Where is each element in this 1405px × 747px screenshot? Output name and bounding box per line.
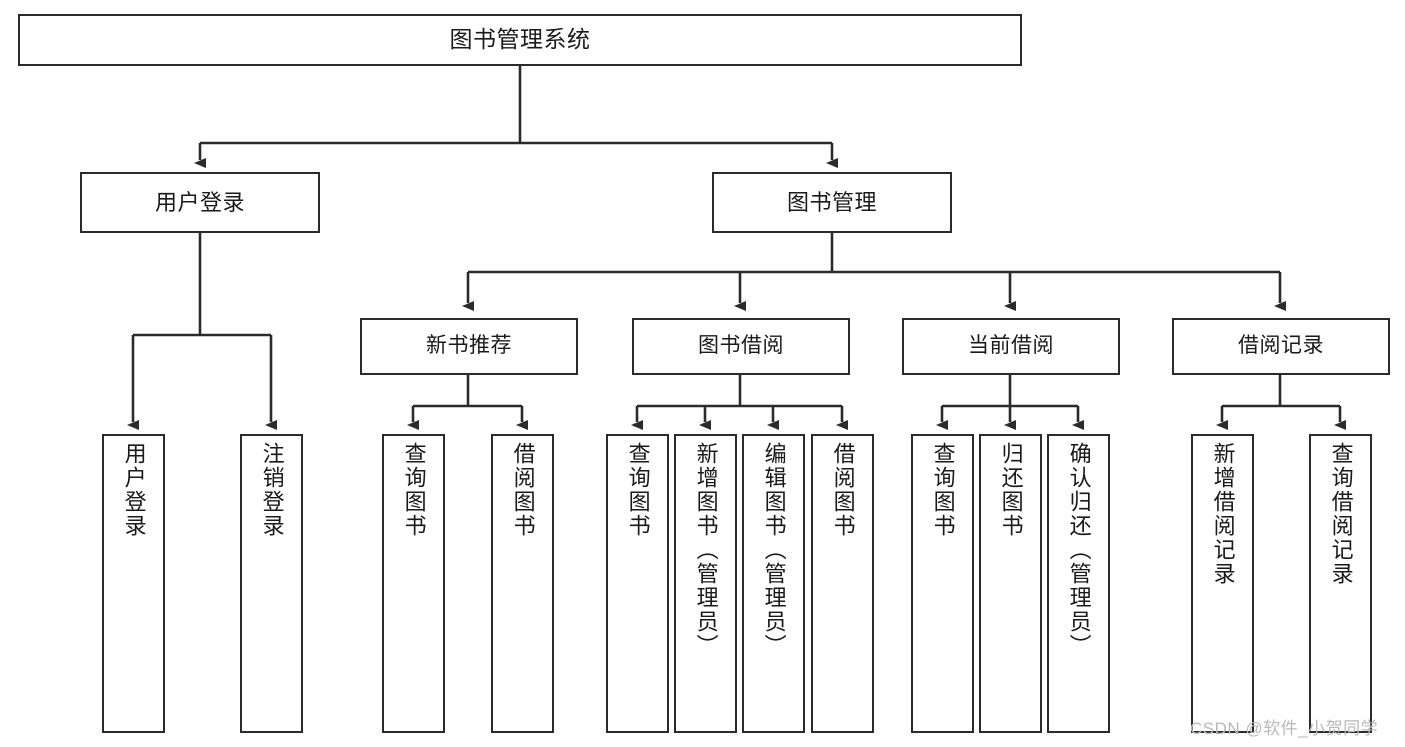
node-label: 查询图书	[625, 442, 651, 538]
node-label: 新书推荐	[426, 334, 512, 358]
node-label: 查询图书	[401, 442, 427, 538]
node-label: 编辑图书（管理员）	[761, 442, 787, 658]
csdn-watermark: CSDN @软件_小贺同学	[1190, 719, 1379, 738]
node-current-borrow[interactable]: 当前借阅	[902, 318, 1120, 375]
leaf-return-book[interactable]: 归还图书	[979, 434, 1042, 733]
leaf-user-login[interactable]: 用户登录	[102, 434, 165, 733]
node-borrow-record[interactable]: 借阅记录	[1172, 318, 1390, 375]
node-user-login[interactable]: 用户登录	[80, 172, 320, 233]
node-label: 图书管理	[786, 189, 877, 215]
node-label: 借阅图书	[510, 442, 536, 538]
leaf-add-book-admin[interactable]: 新增图书（管理员）	[674, 434, 737, 733]
node-new-book-recommend[interactable]: 新书推荐	[360, 318, 578, 375]
node-label: 用户登录	[154, 189, 245, 215]
leaf-query-book-current[interactable]: 查询图书	[911, 434, 974, 733]
node-label: 注销登录	[259, 442, 285, 538]
node-label: 借阅图书	[830, 442, 856, 538]
leaf-query-book-borrow[interactable]: 查询图书	[606, 434, 669, 733]
node-label: 用户登录	[121, 442, 147, 538]
node-label: 图书管理系统	[449, 26, 591, 53]
node-label: 确认归还（管理员）	[1066, 442, 1092, 658]
node-book-management[interactable]: 图书管理	[712, 172, 952, 233]
node-book-borrow[interactable]: 图书借阅	[632, 318, 850, 375]
leaf-query-borrow-record[interactable]: 查询借阅记录	[1309, 434, 1372, 733]
node-label: 查询借阅记录	[1328, 442, 1354, 586]
node-root[interactable]: 图书管理系统	[18, 14, 1022, 66]
node-label: 新增借阅记录	[1210, 442, 1236, 586]
leaf-query-book-recommend[interactable]: 查询图书	[382, 434, 445, 733]
node-label: 查询图书	[930, 442, 956, 538]
leaf-borrow-book[interactable]: 借阅图书	[811, 434, 874, 733]
leaf-borrow-book-recommend[interactable]: 借阅图书	[491, 434, 554, 733]
node-label: 借阅记录	[1238, 334, 1324, 358]
node-label: 图书借阅	[698, 334, 784, 358]
leaf-logout[interactable]: 注销登录	[240, 434, 303, 733]
leaf-confirm-return-admin[interactable]: 确认归还（管理员）	[1047, 434, 1110, 733]
leaf-add-borrow-record[interactable]: 新增借阅记录	[1191, 434, 1254, 733]
node-label: 当前借阅	[968, 334, 1054, 358]
node-label: 新增图书（管理员）	[693, 442, 719, 658]
leaf-edit-book-admin[interactable]: 编辑图书（管理员）	[742, 434, 805, 733]
node-label: 归还图书	[998, 442, 1024, 538]
